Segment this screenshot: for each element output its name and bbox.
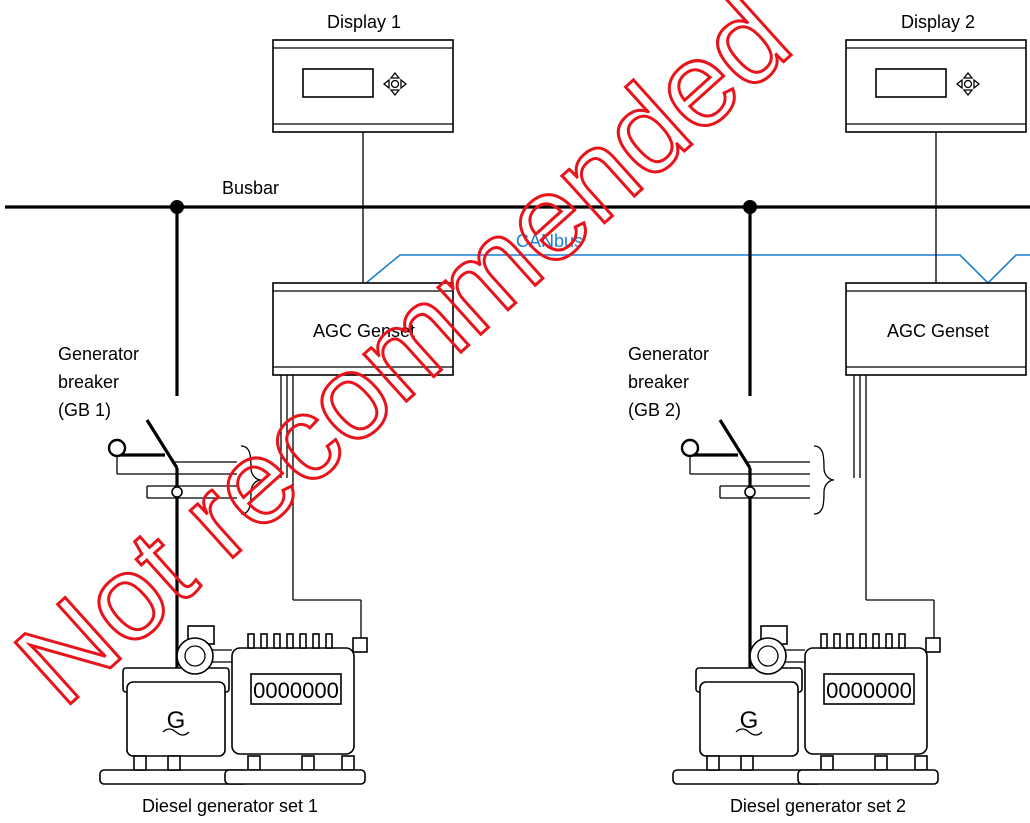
canbus-label: CANbus [516,231,583,251]
breaker-label-1-line-3: (GB 1) [58,400,111,420]
busbar-label: Busbar [222,178,279,198]
display-label-1: Display 1 [327,12,401,32]
genset-unit-1: Display 1 AGC Genset Generator breaker (… [58,12,455,816]
display-label-2: Display 2 [901,12,975,32]
engine-label-1: 0000000 [253,678,339,703]
breaker-label-1-line-1: Generator [58,344,139,364]
genset-unit-2: Display 2 AGC Genset Generator breaker (… [628,12,1028,816]
breaker-label-1-line-2: breaker [58,372,119,392]
genset-label-1: Diesel generator set 1 [142,796,318,816]
controller-label-1: AGC Genset [313,321,415,341]
breaker-label-2-line-1: Generator [628,344,709,364]
controller-label-2: AGC Genset [887,321,989,341]
generator-symbol-2: G [740,707,759,734]
engine-label-2: 0000000 [826,678,912,703]
breaker-label-2-line-3: (GB 2) [628,400,681,420]
genset-label-2: Diesel generator set 2 [730,796,906,816]
generator-symbol-1: G [167,707,186,734]
breaker-label-2-line-2: breaker [628,372,689,392]
canbus-line [365,254,1030,285]
